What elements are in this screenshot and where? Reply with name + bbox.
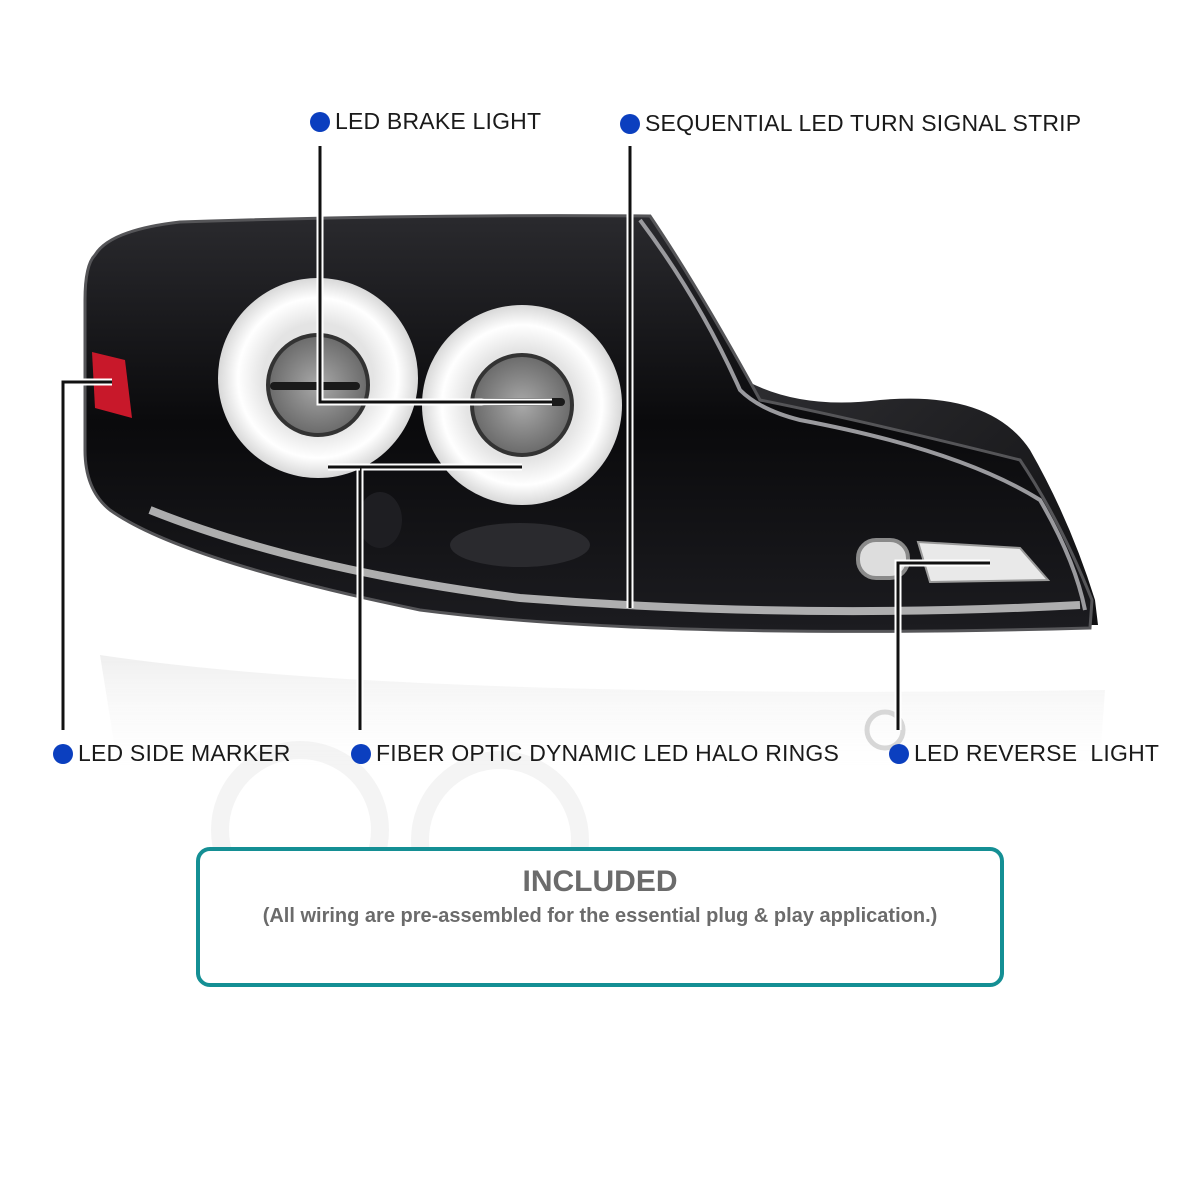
- leader-side-marker-core: [61, 380, 112, 730]
- included-subtitle: (All wiring are pre-assembled for the es…: [262, 905, 938, 927]
- marker-dot-icon: [620, 113, 640, 134]
- leader-reverse-light-core: [896, 561, 990, 730]
- sequential-turn-strip: [148, 506, 1081, 616]
- callout-reverse-light-label: LED REVERSE LIGHT: [914, 740, 1160, 766]
- callout-reverse-light: LED REVERSE LIGHT: [889, 740, 1159, 767]
- marker-dot-icon: [351, 743, 371, 764]
- inner-reflector: [450, 523, 590, 567]
- chrome-trim: [638, 218, 1087, 611]
- marker-dot-icon: [889, 743, 909, 764]
- callout-halo-rings: FIBER OPTIC DYNAMIC LED HALO RINGS: [351, 740, 839, 767]
- included-title: INCLUDED: [522, 865, 678, 898]
- leader-brake-light-core: [318, 146, 552, 404]
- marker-dot-icon: [53, 743, 73, 764]
- callout-turn-signal: SEQUENTIAL LED TURN SIGNAL STRIP: [620, 110, 1081, 137]
- callout-leader-lines: [59, 146, 990, 730]
- callout-brake-light-label: LED BRAKE LIGHT: [335, 108, 542, 134]
- callout-side-marker-label: LED SIDE MARKER: [78, 740, 291, 766]
- marker-dot-icon: [310, 111, 330, 132]
- callout-halo-rings-label: FIBER OPTIC DYNAMIC LED HALO RINGS: [376, 740, 840, 766]
- callout-side-marker: LED SIDE MARKER: [53, 740, 291, 767]
- callout-brake-light: LED BRAKE LIGHT: [310, 108, 541, 135]
- callout-turn-signal-label: SEQUENTIAL LED TURN SIGNAL STRIP: [645, 110, 1082, 136]
- included-box: INCLUDED (All wiring are pre-assembled f…: [196, 847, 1004, 987]
- inner-reflector-2: [358, 492, 402, 548]
